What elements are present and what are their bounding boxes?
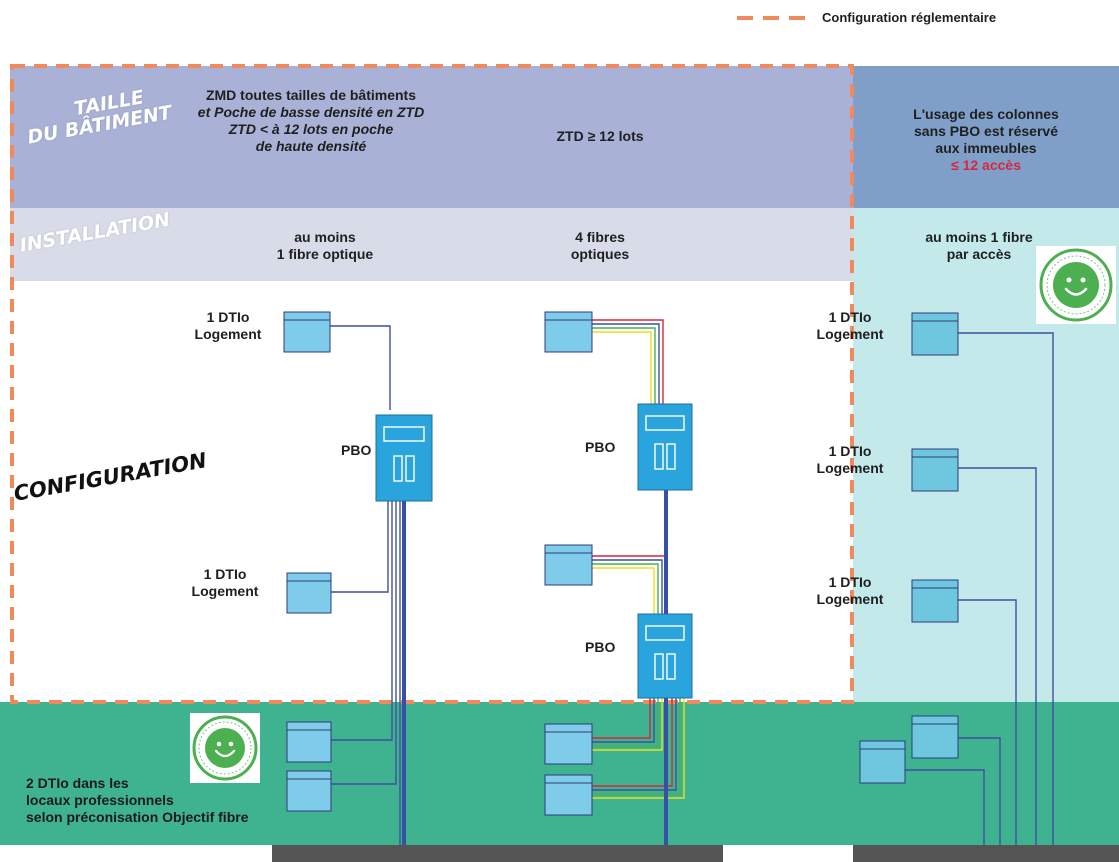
- dtio-label-line2: Logement: [816, 591, 884, 607]
- header-col3-line1: L'usage des colonnes: [913, 106, 1059, 122]
- header-col3-line3: aux immeubles: [935, 140, 1037, 156]
- dtio-label-c1-lower: 1 DTIo Logement: [175, 566, 275, 600]
- dtio-label-line2: Logement: [816, 460, 884, 476]
- dtio-box-c2-middle: [544, 544, 593, 586]
- dtio-box-c3-3: [911, 579, 959, 623]
- installation-col3-line1: au moins 1 fibre: [925, 229, 1033, 245]
- header-col1-line2: et Poche de basse densité en ZTD: [197, 104, 425, 120]
- dtio-box-c1-pro-2: [286, 770, 332, 812]
- legend-label: Configuration réglementaire: [822, 10, 997, 25]
- dtio-box-c3-pro-1: [911, 715, 959, 759]
- dtio-label-c3-3: 1 DTIo Logement: [800, 574, 900, 608]
- dtio-label-c3-1: 1 DTIo Logement: [800, 309, 900, 343]
- dtio-box-c1-upper: [283, 311, 331, 353]
- dtio-label-line2: Logement: [194, 326, 262, 342]
- pbo-device-c2-upper: [637, 403, 693, 491]
- pbo-device-c1: [375, 414, 433, 502]
- dtio-label-c1-upper: 1 DTIo Logement: [178, 309, 278, 343]
- legend-dash-2: [763, 16, 779, 20]
- header-col1: ZMD toutes tailles de bâtiments et Poche…: [160, 87, 462, 155]
- installation-col2-line1: 4 fibres: [575, 229, 625, 245]
- dtio-label-c3-2: 1 DTIo Logement: [800, 443, 900, 477]
- header-col3: L'usage des colonnes sans PBO est réserv…: [880, 106, 1092, 174]
- installation-col3: au moins 1 fibre par accès: [904, 229, 1054, 263]
- pbo-label-c2-upper: PBO: [585, 439, 616, 455]
- dtio-label-line1: 1 DTIo: [828, 574, 872, 590]
- dtio-label-line1: 1 DTIo: [203, 566, 247, 582]
- professional-premises-label: 2 DTIo dans les locaux professionnels se…: [26, 775, 248, 826]
- header-col1-line3: ZTD < à 12 lots en poche: [228, 121, 394, 137]
- ground-bar-left: [272, 845, 723, 862]
- dtio-label-line1: 1 DTIo: [206, 309, 250, 325]
- dtio-box-c3-2: [911, 448, 959, 492]
- dtio-box-c1-pro-1: [286, 721, 332, 763]
- header-band-right: [853, 66, 1119, 208]
- installation-col3-line2: par accès: [946, 246, 1012, 262]
- dtio-label-line2: Logement: [816, 326, 884, 342]
- column2-cables: [592, 319, 685, 799]
- professional-line1: 2 DTIo dans les: [26, 775, 129, 791]
- dtio-box-c3-pro-2: [859, 740, 906, 784]
- column1-cables: [330, 325, 406, 845]
- professional-line3: selon préconisation Objectif fibre: [26, 809, 249, 825]
- dtio-box-c2-pro-2: [544, 774, 593, 816]
- column3-cables: [905, 332, 1054, 845]
- installation-col1-line2: 1 fibre optique: [276, 246, 374, 262]
- ground-bar-right: [853, 845, 1119, 862]
- dtio-box-c2-pro-1: [544, 723, 593, 765]
- smiley-badge-icon-professional: [190, 713, 260, 783]
- smiley-badge-icon-right: [1036, 246, 1116, 324]
- installation-col1-line1: au moins: [294, 229, 356, 245]
- dtio-box-c1-lower: [286, 572, 332, 614]
- installation-band: [10, 208, 853, 281]
- dtio-box-c2-upper: [544, 311, 593, 353]
- header-col3-highlight: ≤ 12 accès: [951, 157, 1021, 173]
- installation-col1: au moins 1 fibre optique: [250, 229, 400, 263]
- dtio-box-c3-1: [911, 312, 959, 356]
- legend-dash-3: [789, 16, 805, 20]
- header-col1-line1: ZMD toutes tailles de bâtiments: [205, 87, 417, 103]
- legend-dash-1: [737, 16, 753, 20]
- header-col1-line4: de haute densité: [255, 138, 367, 154]
- installation-col2-line2: optiques: [570, 246, 630, 262]
- header-col2: ZTD ≥ 12 lots: [556, 128, 644, 144]
- professional-line2: locaux professionnels: [26, 792, 174, 808]
- pbo-label-c1: PBO: [341, 442, 372, 458]
- pbo-device-c2-lower: [637, 613, 693, 699]
- header-band: [10, 66, 853, 208]
- dtio-label-line1: 1 DTIo: [828, 443, 872, 459]
- installation-col2: 4 fibres optiques: [540, 229, 660, 263]
- pbo-label-c2-lower: PBO: [585, 639, 616, 655]
- header-col3-line2: sans PBO est réservé: [914, 123, 1058, 139]
- dtio-label-line1: 1 DTIo: [828, 309, 872, 325]
- dtio-label-line2: Logement: [191, 583, 259, 599]
- regulatory-configuration-frame: [10, 64, 854, 704]
